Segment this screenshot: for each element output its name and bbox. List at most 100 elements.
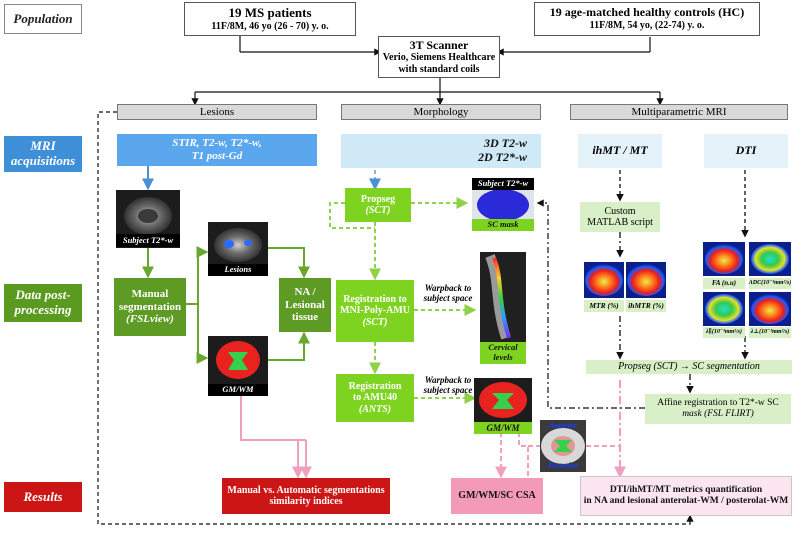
reg-amu-line2: to AMU40 <box>352 392 398 404</box>
mri-images <box>116 178 791 472</box>
lesions-caption: Lesions <box>208 264 268 276</box>
row-dpp-label-2: processing <box>14 302 72 317</box>
lesions-acquisition-box: STIR, T2-w, T2*-w, T1 post-Gd <box>117 134 317 166</box>
subject-t2-caption-text: Subject T2*-w <box>122 234 174 245</box>
lesions-acq-line1: STIR, T2-w, T2*-w, <box>172 137 262 150</box>
posterior-label: Posterior <box>540 461 586 471</box>
metrics-quantification-box: DTI/ihMT/MT metrics quantification in NA… <box>580 476 792 516</box>
subject-t2-top-caption-text: Subject T2*-w <box>477 178 529 189</box>
row-mri-acquisitions: MRI acquisitions <box>4 136 82 172</box>
fa-caption: FA (n.u) <box>703 278 745 289</box>
scanner-line3: with standard coils <box>398 63 480 75</box>
warpback-label-2: Warpback to subject space <box>416 372 480 398</box>
column-multiparametric-label: Multiparametric MRI <box>631 105 727 118</box>
na-lesional-line3: tissue <box>291 311 319 324</box>
adc-caption: ADC(10⁻³mm²/s) <box>749 278 791 289</box>
warpback1-line2: subject space <box>423 293 473 303</box>
row-mri-label-1: MRI <box>30 138 56 154</box>
row-dpp-label-1: Data post- <box>15 287 71 303</box>
ihmtr-caption: ihMTR (%) <box>626 300 666 312</box>
affine-line1: Affine registration to T2*-w SC <box>657 398 779 409</box>
ms-patients-box: 19 MS patients 11F/8M, 46 yo (26 - 70) y… <box>184 2 356 36</box>
column-morphology-label: Morphology <box>413 105 469 118</box>
mtr-caption-text: MTR (%) <box>589 300 619 310</box>
registration-mni-box: Registration to MNI-Poly-AMU (SCT) <box>336 280 414 342</box>
matlab-line2: MATLAB script <box>587 217 653 228</box>
subject-t2-caption: Subject T2*-w <box>116 234 180 247</box>
propseg-line1: Propseg <box>360 193 396 205</box>
lesions-acq-line2: T1 post-Gd <box>191 150 243 162</box>
propseg-line2: (SCT) <box>365 205 391 216</box>
warpback-label-1: Warpback to subject space <box>416 280 480 306</box>
gmwm-caption-lesions: GM/WM <box>208 384 268 396</box>
column-header-morphology: Morphology <box>341 104 541 120</box>
ihmtr-map-image <box>626 262 666 298</box>
row-mri-label-2: acquisitions <box>10 153 76 168</box>
manual-vs-automatic-box: Manual vs. Automatic segmentations simil… <box>222 478 390 514</box>
sc-mask-caption-text: SC mask <box>487 219 519 230</box>
cervical-line1: Cervical <box>488 342 518 353</box>
warpback2-line2: subject space <box>423 385 473 395</box>
reg-mni-line3: (SCT) <box>362 316 388 328</box>
fa-caption-text: FA (n.u) <box>711 279 737 288</box>
posterior-text: Posterior <box>547 461 579 471</box>
row-results-label: Results <box>23 488 63 504</box>
dti-box: DTI <box>704 134 788 168</box>
morph-acq-line2: 2D T2*-w <box>478 150 527 164</box>
cervical-levels-image <box>480 252 526 342</box>
lambda-par-caption: λ∥(10⁻³mm²/s) <box>703 327 745 338</box>
ms-patients-detail: 11F/8M, 46 yo (26 - 70) y. o. <box>211 20 329 32</box>
healthy-controls-detail: 11F/8M, 54 yo, (22-74) y. o. <box>589 20 705 32</box>
custom-matlab-box: Custom MATLAB script <box>580 202 660 232</box>
reg-mni-line2: MNI-Poly-AMU <box>340 305 410 317</box>
warpback1-line1: Warpback to <box>424 282 472 293</box>
mtr-caption: MTR (%) <box>584 300 624 312</box>
reg-mni-line1: Registration to <box>343 293 407 305</box>
scanner-box: 3T Scanner Verio, Siemens Healthcare wit… <box>378 36 500 78</box>
manual-seg-line3: (FSLview) <box>126 313 174 326</box>
adc-map-image <box>749 242 791 276</box>
gmwm-image-morphology <box>474 378 532 426</box>
affine-registration-box: Affine registration to T2*-w SC mask (FS… <box>645 394 791 424</box>
connectors <box>97 27 749 525</box>
reg-amu-line1: Registration <box>348 380 402 392</box>
gmwm-caption-lesions-text: GM/WM <box>222 384 254 395</box>
sc-mask-caption: SC mask <box>472 219 534 231</box>
scanner-title: 3T Scanner <box>409 37 469 52</box>
lambda-perp-map-image <box>749 292 791 326</box>
gmwm-caption-morph-text: GM/WM <box>486 422 520 433</box>
lambda-par-caption-text: λ∥(10⁻³mm²/s) <box>706 329 742 336</box>
row-results: Results <box>4 482 82 512</box>
ihmtr-caption-text: ihMTR (%) <box>628 300 664 310</box>
healthy-controls-title: 19 age-matched healthy controls (HC) <box>549 5 745 20</box>
dti-label: DTI <box>735 143 757 158</box>
quant-line2: in NA and lesional anterolat-WM / poster… <box>583 496 789 506</box>
gmwm-caption-morphology: GM/WM <box>474 422 532 434</box>
morphology-acquisition-box: 3D T2-w 2D T2*-w <box>341 134 541 168</box>
row-population-label: Population <box>13 10 73 26</box>
lambda-par-map-image <box>703 292 745 326</box>
manual-vs-auto-line2: similarity indices <box>269 496 343 507</box>
propseg-sc-text: Propseg (SCT) → SC segmentation <box>618 361 760 373</box>
reg-amu-line3: (ANTS) <box>358 403 392 415</box>
ihmt-mt-box: ihMT / MT <box>578 134 662 168</box>
na-lesional-line1: NA / <box>294 286 316 299</box>
column-header-lesions: Lesions <box>117 104 317 120</box>
na-lesional-box: NA / Lesional tissue <box>279 278 331 332</box>
cervical-line2: levels <box>493 352 513 362</box>
row-data-post-processing: Data post- processing <box>4 284 82 322</box>
propseg-sc-segmentation-box: Propseg (SCT) → SC segmentation <box>586 360 792 374</box>
lesions-image <box>208 222 268 272</box>
cervical-levels-caption: Cervical levels <box>480 342 526 364</box>
mtr-map-image <box>584 262 624 298</box>
propseg-box: Propseg (SCT) <box>345 188 411 222</box>
ihmt-mt-label: ihMT / MT <box>592 143 648 158</box>
lambda-perp-caption-text: λ⊥(10⁻³mm²/s) <box>750 329 790 336</box>
scanner-line2: Verio, Siemens Healthcare <box>382 52 496 64</box>
fa-map-image <box>703 242 745 276</box>
lambda-perp-caption: λ⊥(10⁻³mm²/s) <box>749 327 791 338</box>
morph-acq-line1: 3D T2-w <box>484 136 527 151</box>
affine-line2: mask (FSL FLIRT) <box>682 409 754 419</box>
column-header-multiparametric: Multiparametric MRI <box>570 104 788 120</box>
